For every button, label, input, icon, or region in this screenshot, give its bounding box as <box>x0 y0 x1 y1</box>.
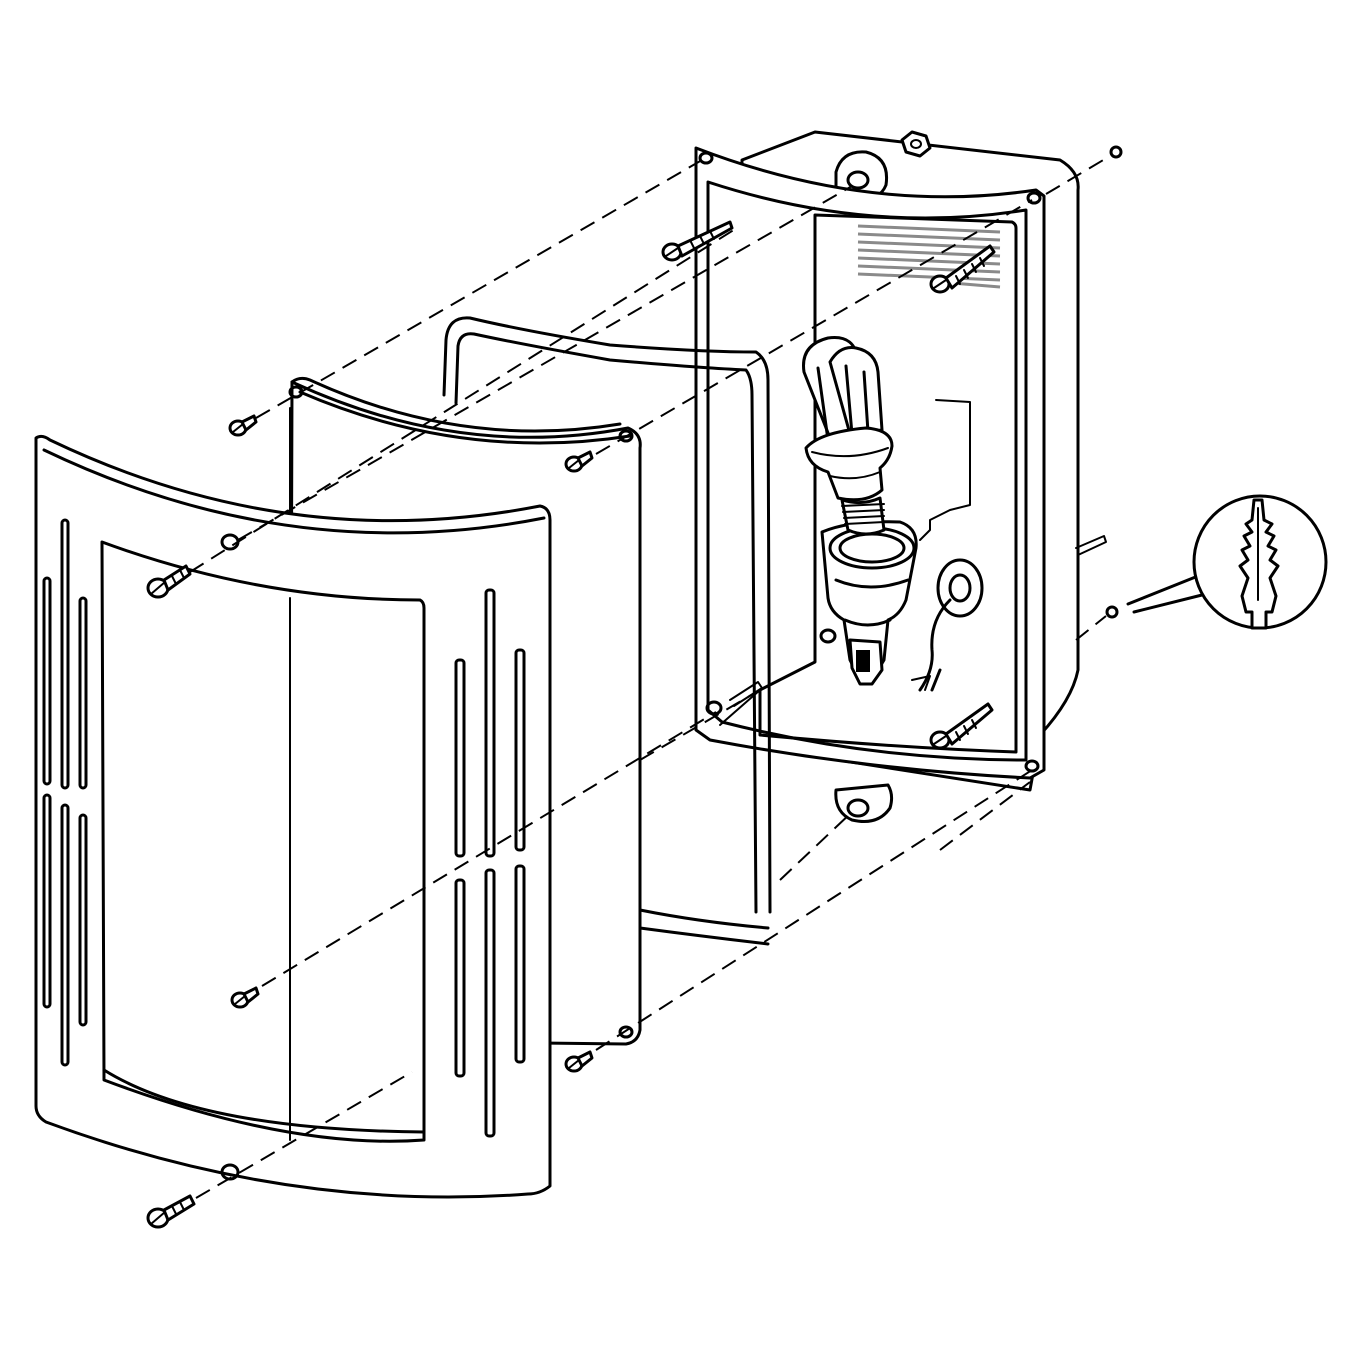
cable-tube <box>442 316 772 946</box>
assembly-guide-lines <box>189 155 1111 1199</box>
wall-plug-callout <box>1126 494 1328 630</box>
wall-hole-bottom <box>1105 605 1119 619</box>
cover-slots-left <box>42 518 88 1067</box>
screw-icon <box>929 244 996 294</box>
screw-icon <box>564 450 594 473</box>
wall-plug-icon <box>1238 498 1280 630</box>
screw-icon <box>146 1194 196 1229</box>
screw-icon <box>661 220 734 262</box>
screw-icon <box>146 564 192 599</box>
screw-icon <box>929 702 994 750</box>
screw-icon <box>564 1050 594 1073</box>
front-cover <box>34 434 552 1199</box>
lamp-socket-icon <box>819 520 918 686</box>
bulb-icon <box>802 336 894 536</box>
cover-window <box>100 540 426 1143</box>
back-housing <box>661 130 1107 823</box>
nut-icon <box>900 130 932 158</box>
screw-icon <box>228 414 258 437</box>
screw-icon <box>230 986 260 1009</box>
wall-hole-top <box>1109 145 1123 159</box>
cable-grommet <box>911 558 984 692</box>
cover-slots-right <box>454 588 526 1138</box>
